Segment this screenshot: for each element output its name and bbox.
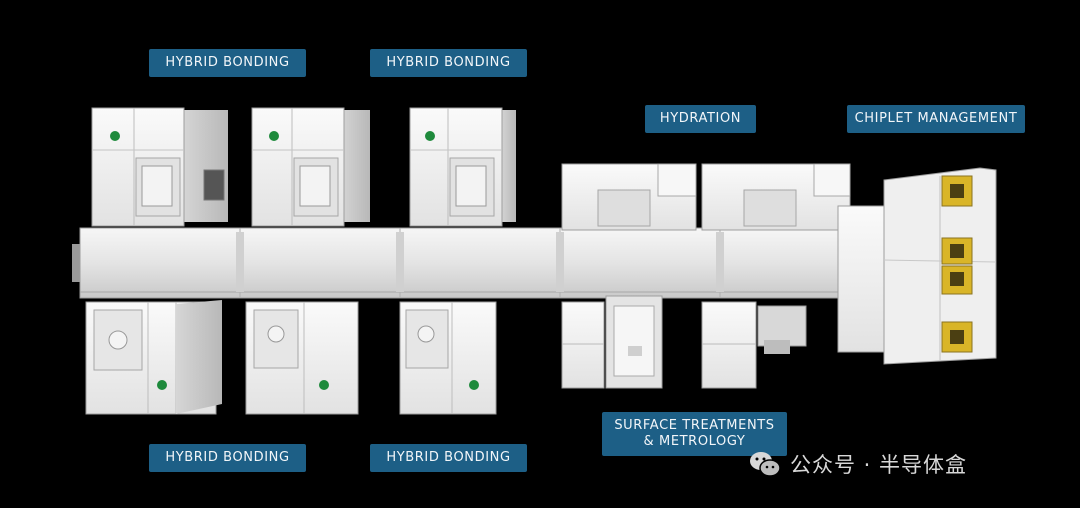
transfer-rail xyxy=(72,227,881,299)
hydration-module-2 xyxy=(701,163,851,231)
label-hydration: HYDRATION xyxy=(645,105,756,133)
hybrid-bonding-module-top-2 xyxy=(251,107,370,227)
watermark-text: 公众号 · 半导体盒 xyxy=(790,453,968,477)
hydration-module-1 xyxy=(561,163,697,231)
hybrid-bonding-module-bottom-1 xyxy=(85,300,222,415)
hybrid-bonding-module-top-3 xyxy=(409,107,516,227)
metrology-module-2 xyxy=(701,301,807,389)
hybrid-bonding-module-top-1 xyxy=(91,107,228,227)
label-hybrid-bonding-bottom-right: HYBRID BONDING xyxy=(370,444,527,472)
label-surface-line-1: SURFACE TREATMENTS xyxy=(614,418,775,433)
wechat-icon xyxy=(748,447,782,481)
watermark: 公众号 · 半导体盒 xyxy=(748,444,1048,484)
surface-treatment-module-1 xyxy=(561,295,663,389)
label-surface-treatments-metrology: SURFACE TREATMENTS & METROLOGY xyxy=(602,412,787,456)
label-surface-line-2: & METROLOGY xyxy=(643,434,746,449)
hybrid-bonding-module-bottom-2 xyxy=(245,301,359,415)
load-port-3 xyxy=(941,265,973,295)
load-port-4 xyxy=(941,321,973,353)
load-port-1 xyxy=(941,175,973,207)
label-chiplet-management: CHIPLET MANAGEMENT xyxy=(847,105,1025,133)
label-hybrid-bonding-bottom-left: HYBRID BONDING xyxy=(149,444,306,472)
hybrid-bonding-module-bottom-3 xyxy=(399,301,497,415)
label-hybrid-bonding-top-right: HYBRID BONDING xyxy=(370,49,527,77)
load-port-2 xyxy=(941,237,973,265)
label-hybrid-bonding-top-left: HYBRID BONDING xyxy=(149,49,306,77)
chiplet-management-module xyxy=(837,167,997,365)
